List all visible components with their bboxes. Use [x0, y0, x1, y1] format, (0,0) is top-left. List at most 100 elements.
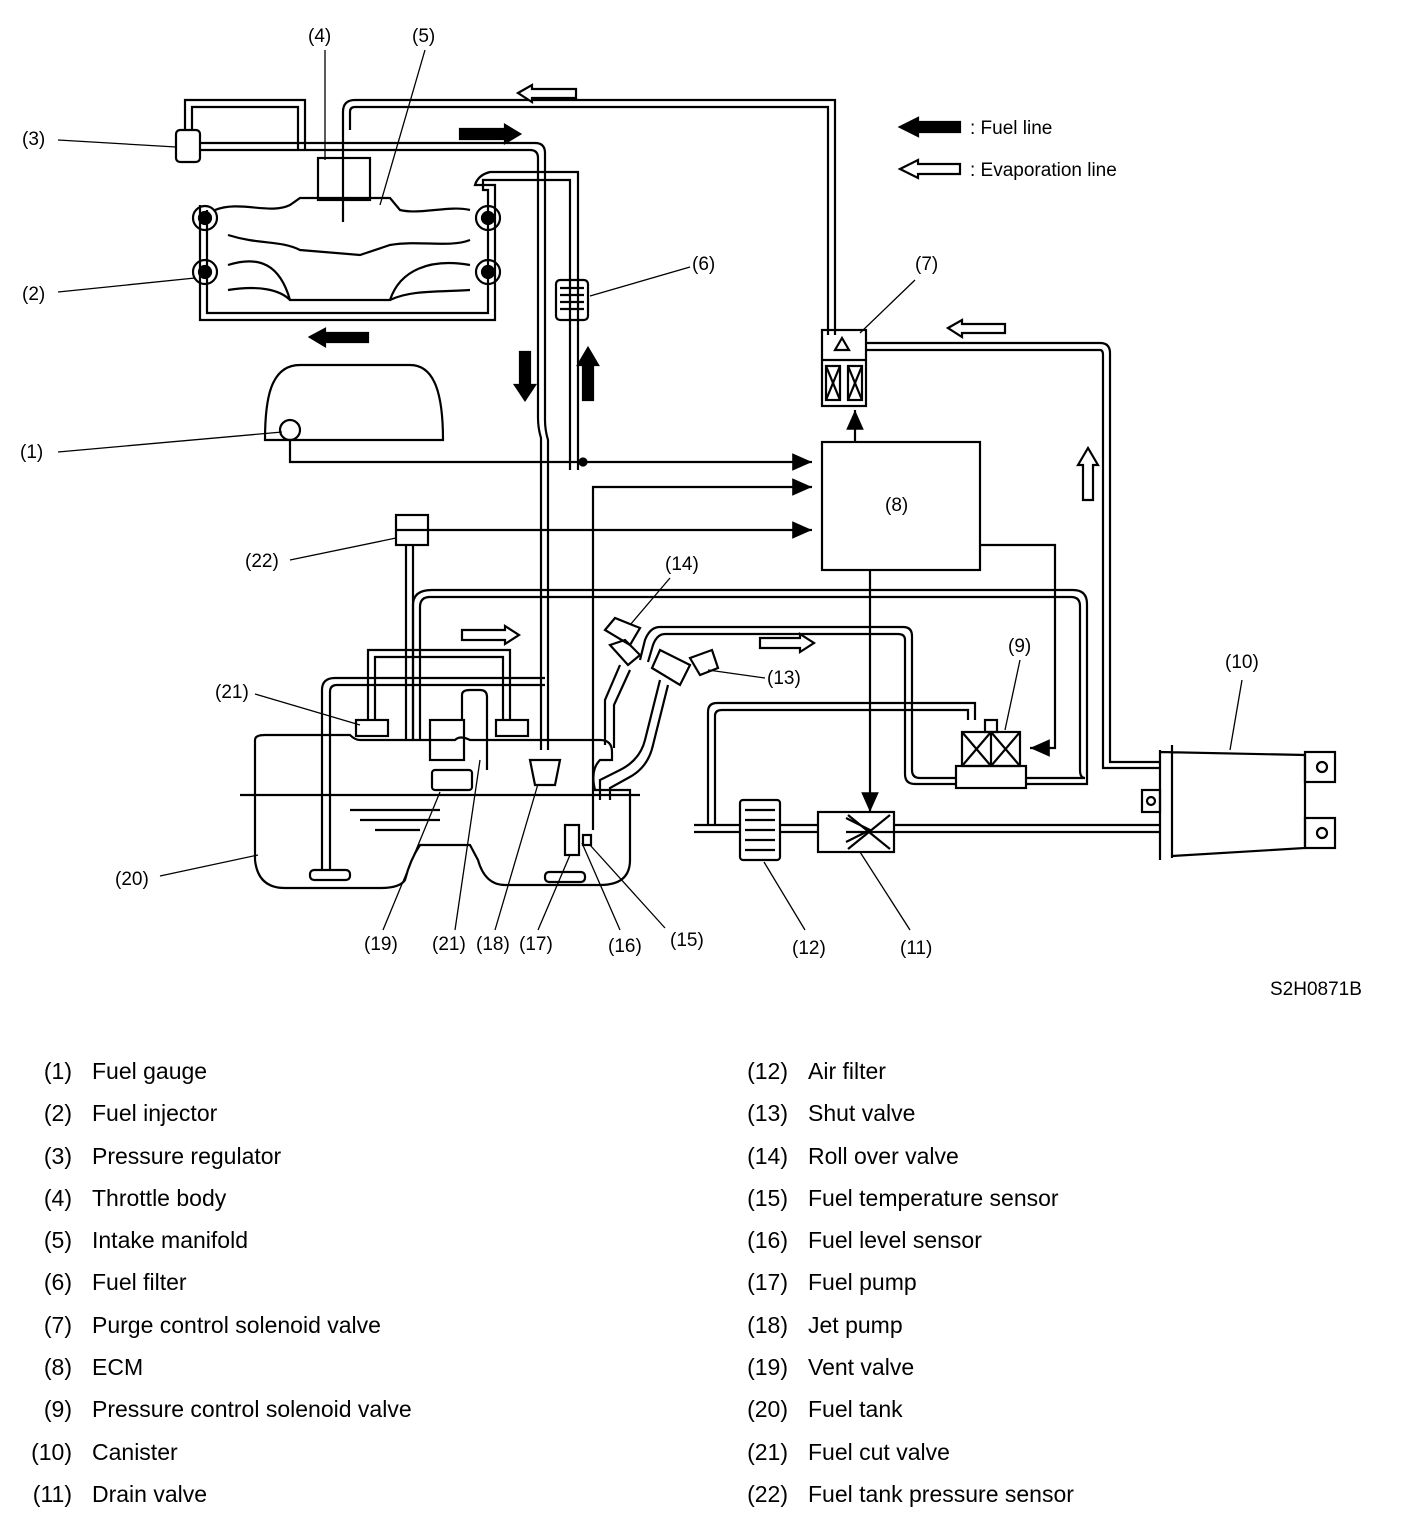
part-number: (22)	[747, 1480, 788, 1507]
ecm-box	[820, 440, 982, 572]
callout-3: (3)	[22, 129, 45, 150]
part-number: (10)	[31, 1438, 72, 1465]
part-number: (2)	[43, 1100, 72, 1127]
part-number: (13)	[747, 1100, 788, 1127]
canister-purge-line-inner	[866, 348, 1160, 770]
drain-tank-line	[706, 701, 977, 825]
fuel-flow-arrow-up	[576, 345, 600, 402]
part-label: Fuel tank	[808, 1396, 903, 1423]
callout-14: (14)	[665, 554, 699, 575]
part-label: ECM	[92, 1354, 144, 1381]
parts-list-item: (7)Purge control solenoid valve	[0, 1312, 640, 1354]
callout-13: (13)	[767, 668, 801, 689]
part-label: Fuel gauge	[92, 1058, 208, 1084]
part-number: (21)	[747, 1438, 788, 1465]
part-number: (7)	[43, 1311, 72, 1338]
callout-20: (20)	[115, 869, 149, 890]
part-number: (20)	[747, 1396, 788, 1423]
fuel-injectors	[191, 204, 502, 286]
parts-list-item: (10) Canister	[0, 1439, 640, 1481]
fuel-tank-pressure-sensor	[394, 513, 430, 740]
part-label: Jet pump	[808, 1311, 903, 1338]
throttle-body	[316, 130, 372, 222]
parts-list-item: (17)Fuel pump	[716, 1269, 1376, 1311]
part-number: (15)	[747, 1184, 788, 1211]
parts-list-item: (9) Pressure control solenoid valve	[0, 1396, 640, 1438]
parts-list-item: (2)Fuel injector	[0, 1100, 640, 1142]
fuel-flow-arrow-top	[458, 123, 523, 145]
pressure-regulator	[174, 98, 307, 164]
parts-list-item: (5) Intake manifold	[0, 1227, 640, 1269]
part-label: Throttle body	[92, 1184, 227, 1211]
part-label: Intake manifold	[92, 1227, 248, 1254]
callout-2: (2)	[22, 284, 45, 305]
callout-4: (4)	[308, 26, 331, 47]
legend-evaporation-line-arrow	[897, 158, 962, 180]
ecm-to-pcsv	[980, 543, 1057, 757]
callout-18: (18)	[476, 934, 510, 955]
fuel-flow-arrow-bottom	[307, 327, 370, 348]
evap-flow-arrow-purge	[945, 318, 1007, 340]
vent-valve	[428, 688, 489, 792]
callout-1: (1)	[20, 442, 43, 463]
part-number: (19)	[747, 1354, 788, 1381]
part-label: Fuel filter	[92, 1269, 187, 1296]
part-label: Pressure control solenoid valve	[92, 1396, 412, 1423]
fuel-filter	[554, 278, 590, 322]
parts-list-item: (1) Fuel gauge	[0, 1058, 640, 1100]
air-filter	[738, 798, 782, 862]
part-number: (5)	[43, 1227, 72, 1254]
canister-purge-line	[866, 341, 1160, 764]
part-number: (17)	[747, 1269, 788, 1296]
parts-list-item: (8) ECM	[0, 1354, 640, 1396]
part-number: (1)	[43, 1058, 72, 1084]
callout-21-top: (21)	[215, 682, 249, 703]
part-number: (14)	[747, 1142, 788, 1169]
figure-code: S2H0871B	[1270, 979, 1362, 1000]
legend-fuel-line-label: : Fuel line	[970, 118, 1052, 139]
parts-list-item: (20) Fuel tank	[716, 1396, 1376, 1438]
purge-control-solenoid-valve	[820, 328, 868, 408]
fuel-pump	[528, 758, 593, 857]
callout-16: (16)	[608, 936, 642, 957]
callout-9: (9)	[1008, 636, 1031, 657]
part-number: (11)	[32, 1480, 72, 1507]
part-number: (6)	[43, 1269, 72, 1296]
fuel-gauge	[263, 363, 812, 471]
part-number: (9)	[43, 1396, 72, 1423]
parts-list-item: (3)Pressure regulator	[0, 1143, 640, 1185]
parts-list-item: (14)Roll over valve	[716, 1143, 1376, 1185]
part-number: (8)	[43, 1354, 72, 1381]
callout-5: (5)	[412, 26, 435, 47]
part-label: Drain valve	[92, 1480, 208, 1507]
part-label: Fuel level sensor	[808, 1227, 982, 1254]
signal-junction	[578, 457, 588, 467]
drain-line	[694, 823, 1160, 834]
parts-list-item: (16)Fuel level sensor	[716, 1227, 1376, 1269]
pcsv-line-inner	[411, 588, 1089, 786]
pcsv-line	[418, 595, 1086, 780]
part-label: Pressure regulator	[92, 1142, 282, 1169]
tank-internal-pipes	[308, 676, 587, 884]
parts-list-item: (15)Fuel temperature sensor	[716, 1185, 1376, 1227]
fuel-cut-valves	[354, 648, 530, 738]
part-label: Canister	[92, 1438, 178, 1465]
callout-21-bottom: (21)	[432, 934, 466, 955]
evap-flow-arrow-tank	[460, 623, 522, 647]
return-line	[200, 141, 550, 750]
part-label: Vent valve	[808, 1354, 915, 1381]
part-label: Air filter	[808, 1058, 886, 1084]
callout-12: (12)	[792, 938, 826, 959]
part-label: Fuel tank pressure sensor	[808, 1480, 1074, 1507]
intake-manifold	[214, 196, 471, 302]
parts-list-left: (1) Fuel gauge (2)Fuel injector(3)Pressure…	[0, 1058, 640, 1523]
callout-22: (22)	[245, 551, 279, 572]
parts-list-item: (6) Fuel filter	[0, 1269, 640, 1311]
part-number: (18)	[747, 1311, 788, 1338]
purge-line-to-intake	[341, 98, 837, 335]
drain-valve	[816, 810, 896, 854]
parts-list-item: (22) Fuel tank pressure sensor	[716, 1481, 1376, 1523]
callout-8: (8)	[885, 495, 908, 516]
parts-list-item: (18) Jet pump	[716, 1312, 1376, 1354]
callout-19: (19)	[364, 934, 398, 955]
